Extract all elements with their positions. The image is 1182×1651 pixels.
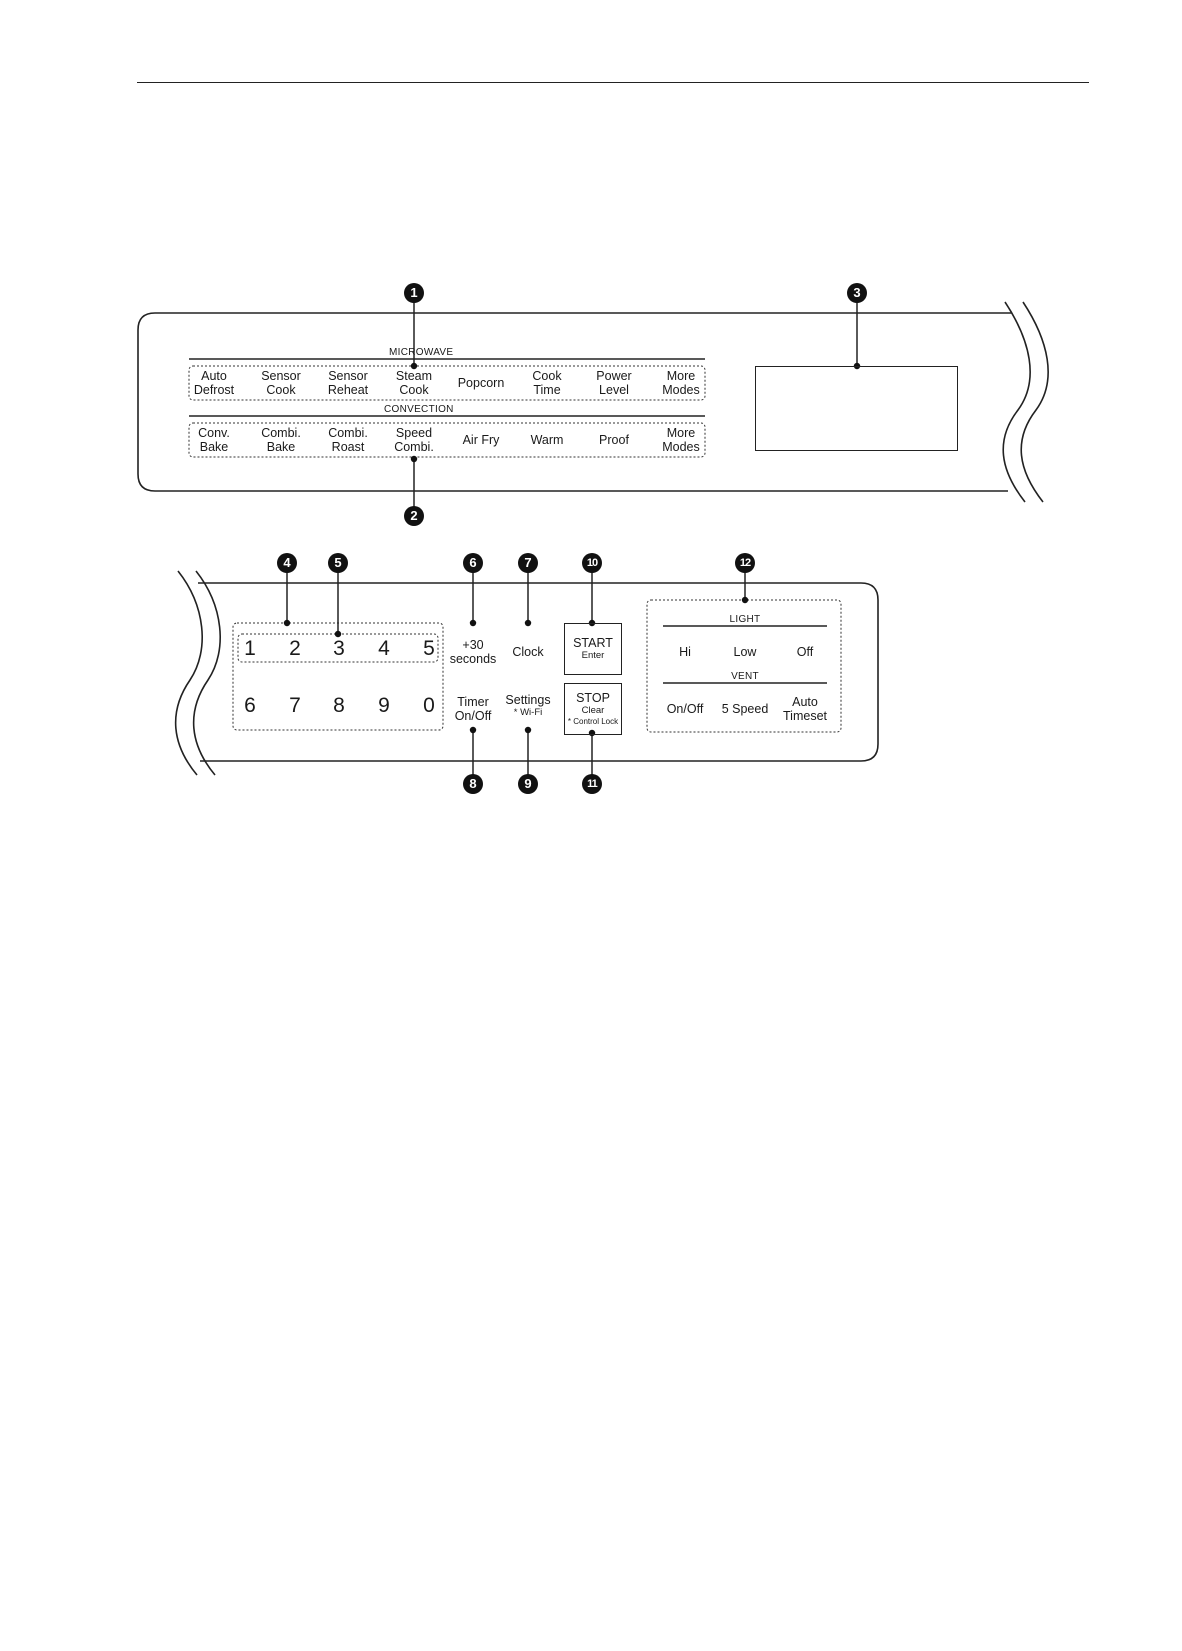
upper-break-wave-1 [1002, 301, 1031, 503]
vent-section-label: VENT [731, 671, 759, 682]
steam-cook-button[interactable]: Steam Cook [395, 369, 433, 397]
callout-9: 9 [518, 774, 538, 794]
callout-2: 2 [404, 506, 424, 526]
vent-on-off-button[interactable]: On/Off [666, 702, 704, 716]
start-button[interactable]: START Enter [564, 623, 622, 675]
stop-label: STOP [576, 691, 610, 705]
power-level-button[interactable]: Power Level [596, 369, 632, 397]
settings-wifi-label: * Wi-Fi [513, 707, 543, 718]
number-key-7[interactable]: 7 [289, 694, 301, 717]
number-key-8[interactable]: 8 [333, 694, 345, 717]
number-key-1[interactable]: 1 [244, 637, 256, 660]
control-lock-label: * Control Lock [567, 717, 619, 726]
start-label: START [573, 636, 613, 650]
combi-bake-button[interactable]: Combi. Bake [261, 426, 301, 454]
upper-break-wave-2 [1020, 301, 1049, 503]
timer-button[interactable]: Timer On/Off [454, 695, 492, 723]
callout-10: 10 [582, 553, 602, 573]
callout-3: 3 [847, 283, 867, 303]
vent-auto-timeset-button[interactable]: Auto Timeset [783, 695, 827, 723]
combi-roast-button[interactable]: Combi. Roast [328, 426, 368, 454]
add-30-seconds-button[interactable]: +30 seconds [449, 638, 497, 666]
stop-button[interactable]: STOP Clear * Control Lock [564, 683, 622, 735]
number-key-3[interactable]: 3 [333, 637, 345, 660]
number-key-0[interactable]: 0 [423, 694, 435, 717]
light-off-button[interactable]: Off [796, 645, 814, 659]
clock-button[interactable]: Clock [512, 645, 544, 659]
callout-11: 11 [582, 774, 602, 794]
callout-1: 1 [404, 283, 424, 303]
light-section-label: LIGHT [729, 614, 761, 625]
more-modes-convection-button[interactable]: More Modes [662, 426, 700, 454]
callout-5: 5 [328, 553, 348, 573]
light-low-button[interactable]: Low [733, 645, 757, 659]
popcorn-button[interactable]: Popcorn [457, 376, 505, 390]
vent-5-speed-button[interactable]: 5 Speed [721, 702, 769, 716]
callout-8: 8 [463, 774, 483, 794]
number-key-9[interactable]: 9 [378, 694, 390, 717]
auto-defrost-button[interactable]: Auto Defrost [193, 369, 235, 397]
lower-panel-outline [198, 582, 879, 762]
proof-button[interactable]: Proof [599, 433, 629, 447]
settings-label: Settings [505, 693, 551, 707]
number-key-2[interactable]: 2 [289, 637, 301, 660]
callout-12: 12 [735, 553, 755, 573]
air-fry-button[interactable]: Air Fry [462, 433, 500, 447]
more-modes-microwave-button[interactable]: More Modes [662, 369, 700, 397]
lower-break-wave-1 [174, 570, 203, 776]
convection-section-label: CONVECTION [384, 404, 454, 415]
speed-combi-button[interactable]: Speed Combi. [394, 426, 434, 454]
number-key-4[interactable]: 4 [378, 637, 390, 660]
header-rule [137, 82, 1089, 83]
lower-break-wave-2 [192, 570, 221, 776]
sensor-cook-button[interactable]: Sensor Cook [261, 369, 301, 397]
light-hi-button[interactable]: Hi [679, 645, 691, 659]
callout-7: 7 [518, 553, 538, 573]
callout-4: 4 [277, 553, 297, 573]
cook-time-button[interactable]: Cook Time [532, 369, 562, 397]
number-key-6[interactable]: 6 [244, 694, 256, 717]
number-key-5[interactable]: 5 [423, 637, 435, 660]
display-window [755, 366, 958, 451]
sensor-reheat-button[interactable]: Sensor Reheat [327, 369, 369, 397]
clear-label: Clear [581, 705, 605, 716]
callout-6: 6 [463, 553, 483, 573]
settings-button[interactable]: Settings * Wi-Fi [495, 693, 561, 725]
warm-button[interactable]: Warm [530, 433, 564, 447]
microwave-section-label: MICROWAVE [389, 347, 454, 358]
enter-label: Enter [581, 650, 605, 661]
conv-bake-button[interactable]: Conv. Bake [198, 426, 230, 454]
